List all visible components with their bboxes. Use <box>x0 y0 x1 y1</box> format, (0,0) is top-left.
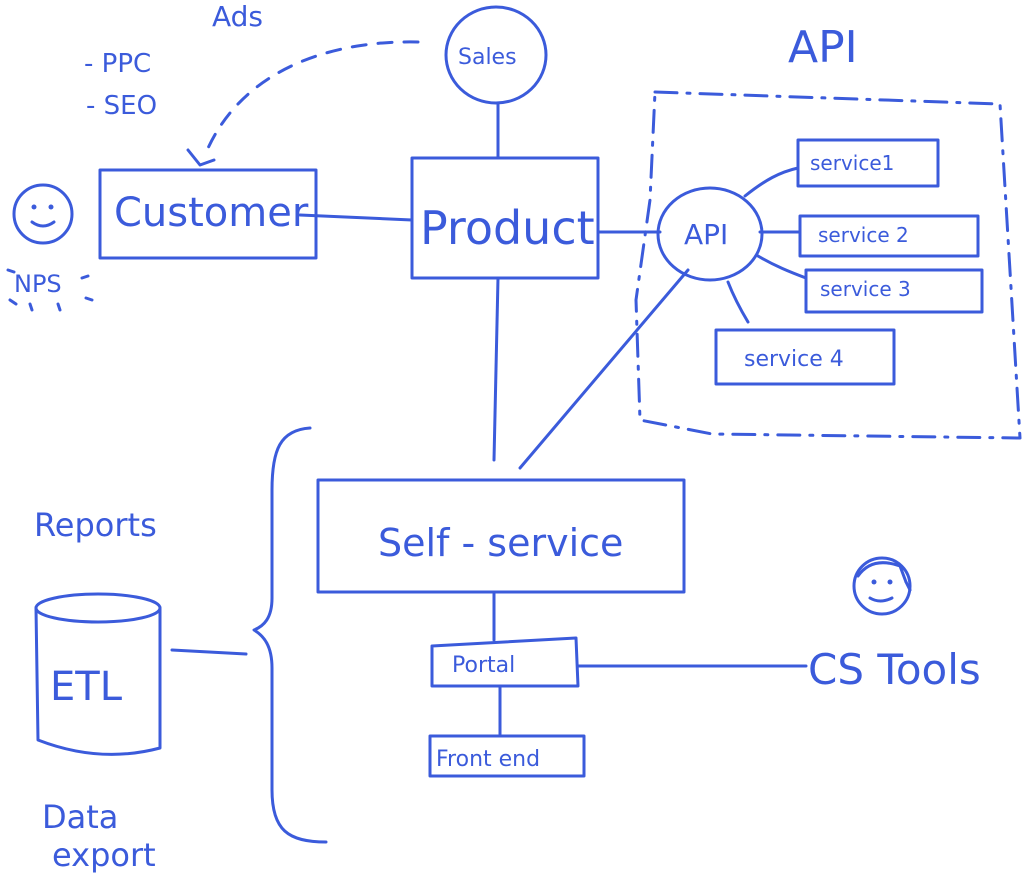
sales-label: Sales <box>458 45 517 70</box>
service2-label: service 2 <box>818 223 909 247</box>
etl-database-node: ETL <box>34 592 162 756</box>
api-to-selfservice-line <box>518 268 690 470</box>
product-node: Product <box>410 156 600 280</box>
reports-label: Reports <box>34 506 157 544</box>
nps-label: NPS <box>14 270 62 298</box>
self-service-label: Self - service <box>378 521 623 565</box>
front-end-node: Front end <box>428 734 586 778</box>
product-to-selfservice-line <box>492 276 500 462</box>
api-node: API <box>656 186 764 282</box>
seo-label: - SEO <box>86 91 157 121</box>
nps-sparkle-marks <box>6 268 94 312</box>
api-node-label: API <box>684 218 728 251</box>
data-export-label-line2: export <box>52 836 156 874</box>
etl-label: ETL <box>50 664 123 710</box>
service4-node: service 4 <box>714 328 896 386</box>
sales-node: Sales <box>444 5 548 105</box>
front-end-label: Front end <box>436 747 540 772</box>
portal-node: Portal <box>430 636 580 688</box>
api-group-label: API <box>788 22 858 73</box>
api-group-boundary <box>634 90 1022 440</box>
api-to-service1-line <box>743 166 800 198</box>
ads-label: Ads <box>212 0 263 33</box>
service2-node: service 2 <box>798 214 980 258</box>
etl-to-brace-line <box>170 648 248 656</box>
service3-label: service 3 <box>820 277 911 301</box>
portal-label: Portal <box>452 653 515 678</box>
product-label: Product <box>420 201 595 255</box>
api-to-service4-line <box>726 280 750 324</box>
headset-person-icon <box>852 556 912 616</box>
grouping-brace <box>252 426 328 844</box>
customer-to-product-line <box>298 213 414 222</box>
sales-to-customer-connector <box>203 40 420 157</box>
ppc-label: - PPC <box>84 49 151 79</box>
smiley-face-icon <box>12 183 74 245</box>
cs-tools-label: CS Tools <box>808 645 981 694</box>
service1-label: service1 <box>810 151 894 175</box>
service3-node: service 3 <box>804 268 984 314</box>
self-service-node: Self - service <box>316 478 686 594</box>
customer-node: Customer <box>98 168 318 260</box>
service1-node: service1 <box>796 138 940 188</box>
api-to-service3-line <box>756 254 808 280</box>
customer-label: Customer <box>114 190 309 236</box>
data-export-label-line1: Data <box>42 798 118 836</box>
arrowhead-icon <box>186 148 216 167</box>
service4-label: service 4 <box>744 347 844 372</box>
